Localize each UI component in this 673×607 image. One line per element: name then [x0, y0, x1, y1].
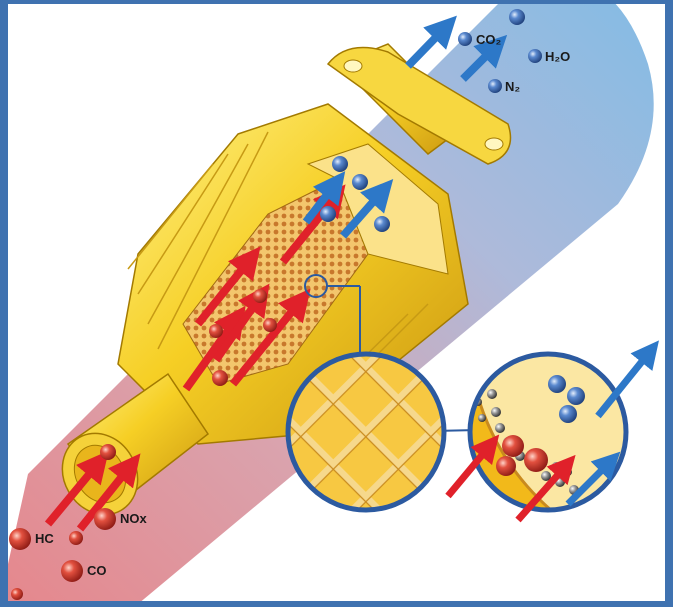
nox-label: NOx	[120, 511, 148, 526]
hc-label: HC	[35, 531, 54, 546]
n2-label: N₂	[505, 79, 520, 94]
catalyst-surface-magnifier-icon	[470, 354, 626, 524]
diagram-canvas: CO₂ H₂O N₂ HC CO NOx	[8, 4, 665, 601]
h2o-label: H₂O	[545, 49, 570, 64]
co2-label: CO₂	[476, 32, 502, 47]
co-label: CO	[87, 563, 107, 578]
